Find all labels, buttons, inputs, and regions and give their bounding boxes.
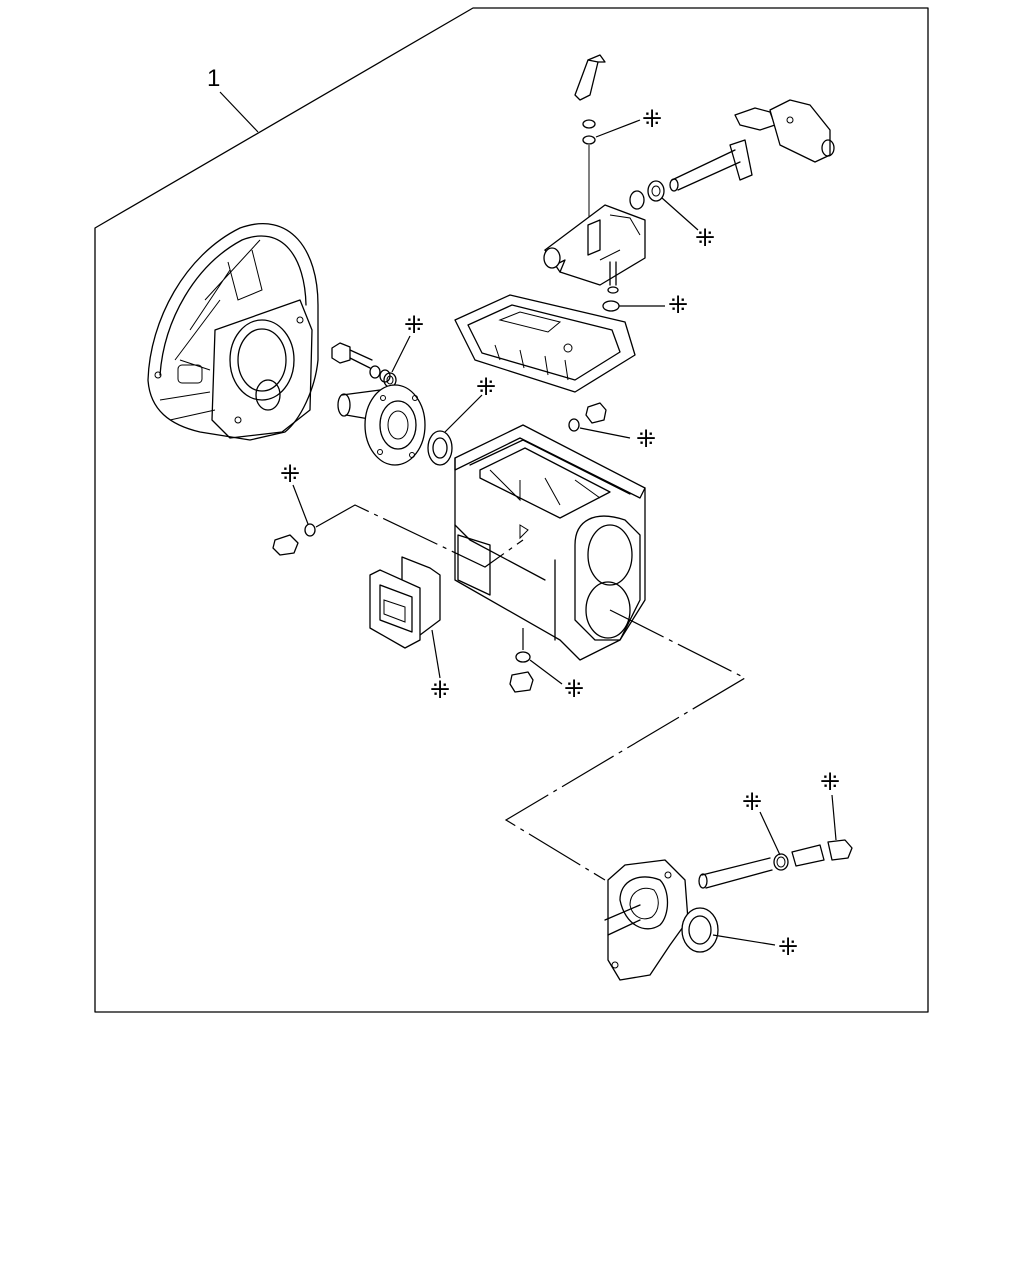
kit-marker: ⁜ [430,629,450,704]
clutch-housing [147,223,319,441]
item-number-label: 1 [207,65,220,92]
kit-marker: ⁜ [444,373,496,433]
speedometer-shaft [698,839,853,889]
kit-marker: ⁜ [742,788,781,856]
kit-marker: ⁜ [391,311,424,373]
bolt-and-washers [331,342,397,388]
side-cover-and-gasket [369,556,441,649]
breather-plug [568,402,607,432]
connector-line-upper [315,504,524,568]
shift-rod [669,99,835,192]
rear-extension-housing [604,859,689,981]
svg-text:⁜: ⁜ [742,788,762,816]
kit-marker: ⁜ [712,933,798,961]
kit-markers: ⁜ ⁜ ⁜ ⁜ ⁜ ⁜ ⁜ ⁜ [280,105,840,961]
connector-line-lower [504,609,747,881]
svg-text:⁜: ⁜ [820,768,840,796]
svg-text:⁜: ⁜ [695,224,715,252]
svg-text:⁜: ⁜ [280,460,300,488]
kit-marker: ⁜ [595,105,662,138]
assembly-frame [94,7,929,1013]
shift-bracket [574,54,606,225]
kit-marker: ⁜ [619,291,688,319]
kit-marker: ⁜ [661,197,715,252]
side-plug [272,523,316,556]
svg-text:⁜: ⁜ [642,105,662,133]
kit-marker: ⁜ [579,425,656,453]
svg-text:⁜: ⁜ [778,933,798,961]
bearing-retainer [337,384,426,466]
kit-marker: ⁜ [529,659,584,703]
svg-text:⁜: ⁜ [430,676,450,704]
front-oil-seal [427,430,453,466]
kit-marker: ⁜ [280,460,309,525]
svg-text:⁜: ⁜ [564,675,584,703]
item-callout: 1 [207,65,259,133]
rear-oil-seal [681,907,719,953]
kit-marker: ⁜ [820,768,840,841]
svg-text:⁜: ⁜ [636,425,656,453]
drain-plug [509,651,534,693]
svg-text:⁜: ⁜ [668,291,688,319]
shift-housing [543,180,665,286]
svg-text:⁜: ⁜ [404,311,424,339]
transmission-case [454,424,646,661]
svg-text:⁜: ⁜ [476,373,496,401]
top-cover [454,294,636,393]
